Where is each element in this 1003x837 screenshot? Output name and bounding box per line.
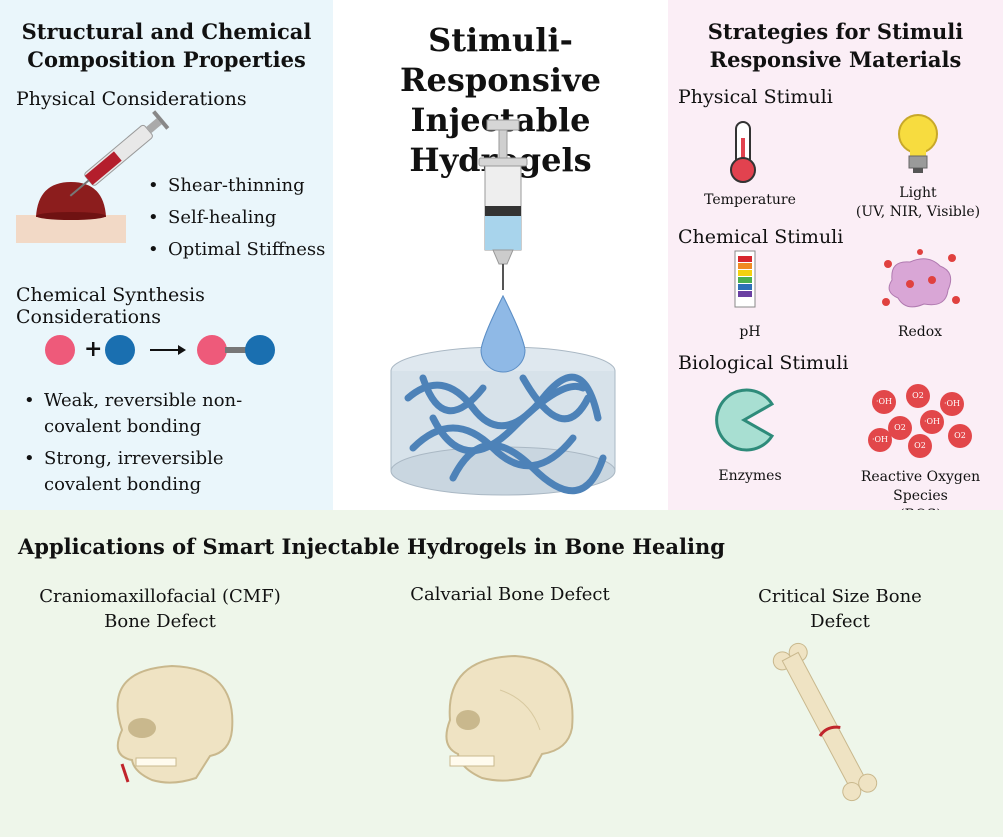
left-heading-line1: Structural and Chemical: [21, 19, 312, 44]
enzyme-icon: [715, 388, 775, 452]
light-label-line1: Light: [899, 185, 937, 201]
pink-bonded: [197, 335, 227, 365]
light-label: Light (UV, NIR, Visible): [838, 184, 998, 222]
syringe-gel-illustration: [16, 110, 170, 243]
bullet-noncovalent: Weak, reversible non- covalent bonding: [24, 388, 243, 440]
blue-bonded: [245, 335, 275, 365]
ros-label-line1: Reactive Oxygen Species: [860, 469, 981, 504]
chemical-considerations-heading: Chemical Synthesis Considerations: [16, 284, 205, 328]
applications-heading: Applications of Smart Injectable Hydroge…: [18, 534, 725, 559]
chemical-bullets: Weak, reversible non- covalent bonding S…: [24, 388, 243, 498]
reaction-plus: +: [84, 336, 103, 362]
physical-considerations-heading: Physical Considerations: [16, 88, 247, 110]
thermometer-icon: [730, 121, 756, 183]
ros-particle: O2: [948, 424, 972, 448]
long-bone-illustration: [772, 642, 878, 802]
temperature-label: Temperature: [704, 192, 796, 208]
critical-size-defect-label-line2: Defect: [810, 611, 870, 632]
biological-stimuli-heading: Biological Stimuli: [678, 352, 849, 374]
enzymes-label: Enzymes: [718, 468, 782, 484]
bullet-self-healing: Self-healing: [148, 202, 325, 234]
bullet-covalent: Strong, irreversible covalent bonding: [24, 446, 242, 498]
redox-cell-icon: [882, 249, 960, 308]
ros-particle: O2: [888, 416, 912, 440]
ros-particle: ·OH: [920, 410, 944, 434]
ph-strip-icon: [734, 250, 756, 308]
redox-label: Redox: [897, 324, 943, 340]
calvarial-defect-label: Calvarial Bone Defect: [410, 584, 610, 605]
left-heading: Structural and Chemical Composition Prop…: [0, 18, 333, 74]
left-heading-line2: Composition Properties: [27, 47, 306, 72]
ros-particle: ·OH: [872, 390, 896, 414]
applications-panel: Applications of Smart Injectable Hydroge…: [0, 510, 1003, 837]
structural-properties-panel: Structural and Chemical Composition Prop…: [0, 0, 333, 510]
ros-particles: ·OH O2 ·OH O2 ·OH O2 ·OH O2: [868, 384, 972, 458]
ros-particle: O2: [906, 384, 930, 408]
physical-stimuli-heading: Physical Stimuli: [678, 86, 833, 108]
physical-bullets: Shear-thinning Self-healing Optimal Stif…: [148, 170, 325, 266]
bullet-shear-thinning: Shear-thinning: [148, 170, 325, 202]
blue-monomer: [105, 335, 135, 365]
critical-size-defect-label-line1: Critical Size Bone: [758, 586, 922, 607]
cmf-skull-illustration: [116, 664, 234, 784]
ros-particle: ·OH: [940, 392, 964, 416]
injectable-hydrogel-illustration: [390, 119, 616, 496]
right-heading: Strategies for Stimuli Responsive Materi…: [668, 18, 1003, 74]
light-bulb-icon: [898, 114, 938, 173]
critical-size-defect-label: Critical Size Bone Defect: [700, 584, 980, 634]
bullet-noncovalent-line1: Weak, reversible non-: [44, 390, 243, 411]
pink-monomer: [45, 335, 75, 365]
ros-particle: ·OH: [868, 428, 892, 452]
calvarial-skull-illustration: [445, 654, 574, 782]
main-title-line1: Stimuli-Responsive: [399, 21, 602, 99]
stimuli-strategies-panel: Strategies for Stimuli Responsive Materi…: [668, 0, 1003, 523]
hydrogel-title-panel: Stimuli-Responsive Injectable Hydrogels: [333, 0, 668, 510]
ph-label: pH: [739, 324, 761, 340]
bullet-covalent-line2: covalent bonding: [44, 474, 202, 495]
reaction-scheme: [45, 335, 275, 365]
light-label-line2: (UV, NIR, Visible): [855, 204, 981, 220]
bullet-covalent-line1: Strong, irreversible: [44, 448, 224, 469]
cmf-defect-label-line1: Craniomaxillofacial (CMF): [39, 586, 281, 607]
right-heading-line1: Strategies for Stimuli: [707, 19, 964, 44]
ros-particle: O2: [908, 434, 932, 458]
chemical-stimuli-heading: Chemical Stimuli: [678, 226, 844, 248]
bullet-optimal-stiffness: Optimal Stiffness: [148, 234, 325, 266]
cmf-defect-label: Craniomaxillofacial (CMF) Bone Defect: [20, 584, 300, 634]
cmf-defect-label-line2: Bone Defect: [104, 611, 216, 632]
bullet-noncovalent-line2: covalent bonding: [44, 416, 202, 437]
right-heading-line2: Responsive Materials: [709, 47, 962, 72]
